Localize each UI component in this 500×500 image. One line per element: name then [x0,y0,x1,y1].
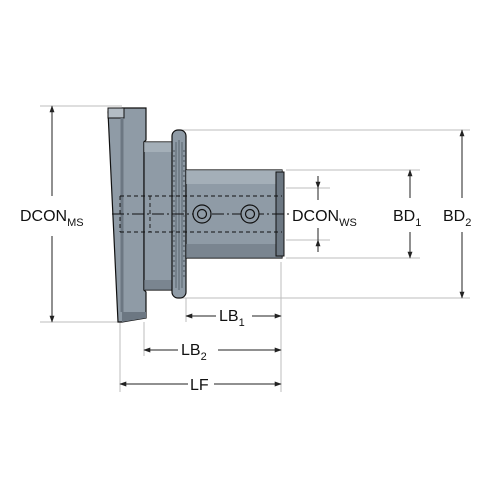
screw-right [240,204,260,224]
label-lf: LF [190,377,209,394]
dimension-lines [49,105,465,387]
label-dcon-ms: DCONMS [20,208,84,229]
screw-left [192,204,212,224]
flange [107,107,147,323]
label-bd2: BD2 [443,208,471,229]
label-lb2: LB2 [181,342,207,363]
extension-lines [40,105,470,392]
label-dcon-ws: DCONWS [292,208,357,229]
label-lb1: LB1 [219,308,245,329]
neck [143,141,175,291]
label-bd1: BD1 [393,208,421,229]
